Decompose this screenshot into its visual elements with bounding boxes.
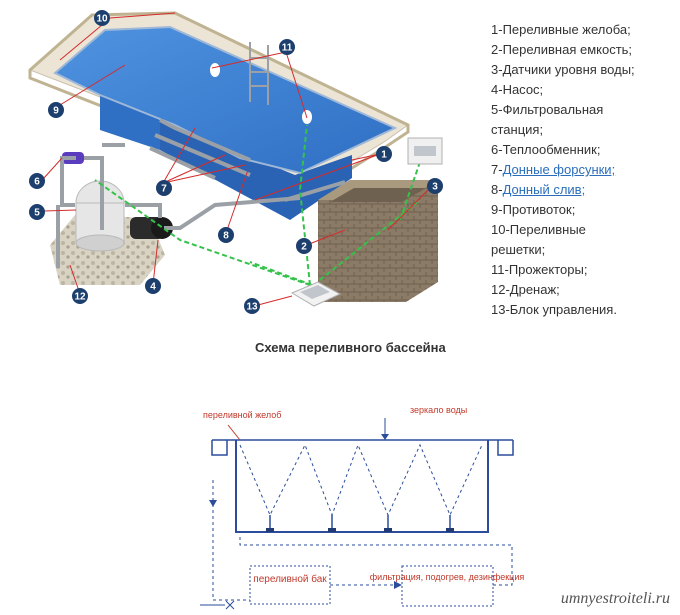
callout-badge: 1 [376,146,392,162]
filter-label: фильтрация, подогрев, дезинфекция [370,572,525,582]
callout-badge: 11 [279,39,295,55]
legend-item: 12-Дренаж; [491,282,560,297]
legend: 1-Переливные желоба; 2-Переливная емкост… [491,20,677,320]
legend-item: 9-Противоток; [491,202,576,217]
callout-badge: 8 [218,227,234,243]
link-bottom-drain[interactable]: Донный слив; [502,182,586,197]
figure-caption: Схема переливного бассейна [255,340,446,355]
svg-text:5: 5 [34,208,40,219]
control-panel-wall [407,137,443,165]
svg-text:13: 13 [246,302,258,313]
section-diagram: переливной желоб зеркало воды переливной… [200,405,525,610]
callout-badge: 4 [145,278,161,294]
callout-badge: 9 [48,102,64,118]
svg-text:12: 12 [74,292,86,303]
callout-badge: 2 [296,238,312,254]
control-unit [290,281,342,307]
svg-text:8: 8 [223,231,229,242]
callout-badge: 12 [72,288,88,304]
legend-item: 4-Насос; [491,82,544,97]
water-label: зеркало воды [410,405,467,415]
svg-text:11: 11 [282,43,293,54]
nozzle [446,515,454,532]
watermark: umnyestroiteli.ru [560,590,670,607]
svg-text:4: 4 [150,282,156,293]
link-bottom-nozzles[interactable]: Донные форсунки; [502,162,616,177]
control-cables [94,124,421,286]
svg-text:1: 1 [381,150,387,161]
legend-item[interactable]: 8-Донный слив; [491,182,586,197]
nozzle [384,515,392,532]
legend-item: 1-Переливные желоба; [491,22,631,37]
svg-text:9: 9 [53,106,59,117]
callout-badge: 10 [94,10,110,26]
legend-item: 13-Блок управления. [491,302,617,317]
pipes [56,118,346,268]
svg-text:6: 6 [34,177,40,188]
nozzle [328,515,336,532]
svg-text:7: 7 [161,184,167,195]
callout-badge: 6 [29,173,45,189]
svg-text:3: 3 [432,182,438,193]
legend-item: 10-Переливные решетки; [491,222,586,257]
callout-badge: 7 [156,180,172,196]
legend-item: 3-Датчики уровня воды; [491,62,635,77]
callout-badge: 13 [244,298,260,314]
nozzle [266,515,274,532]
legend-item[interactable]: 7-Донные форсунки; [491,162,616,177]
tank-label: переливной бак [253,573,327,585]
pump [130,217,173,239]
svg-text:2: 2 [301,242,307,253]
svg-text:10: 10 [96,14,108,25]
callout-badge: 3 [427,178,443,194]
legend-item: 5-Фильтровальная станция; [491,102,604,137]
callout-badge: 5 [29,204,45,220]
pool-water [53,25,398,175]
filter-box [401,565,494,607]
gutter-label: переливной желоб [203,410,281,420]
legend-item: 6-Теплообменник; [491,142,601,157]
light-fixture [210,63,220,77]
legend-item: 2-Переливная емкость; [491,42,633,57]
legend-item: 11-Прожекторы; [491,262,588,277]
tank-box [249,565,331,605]
